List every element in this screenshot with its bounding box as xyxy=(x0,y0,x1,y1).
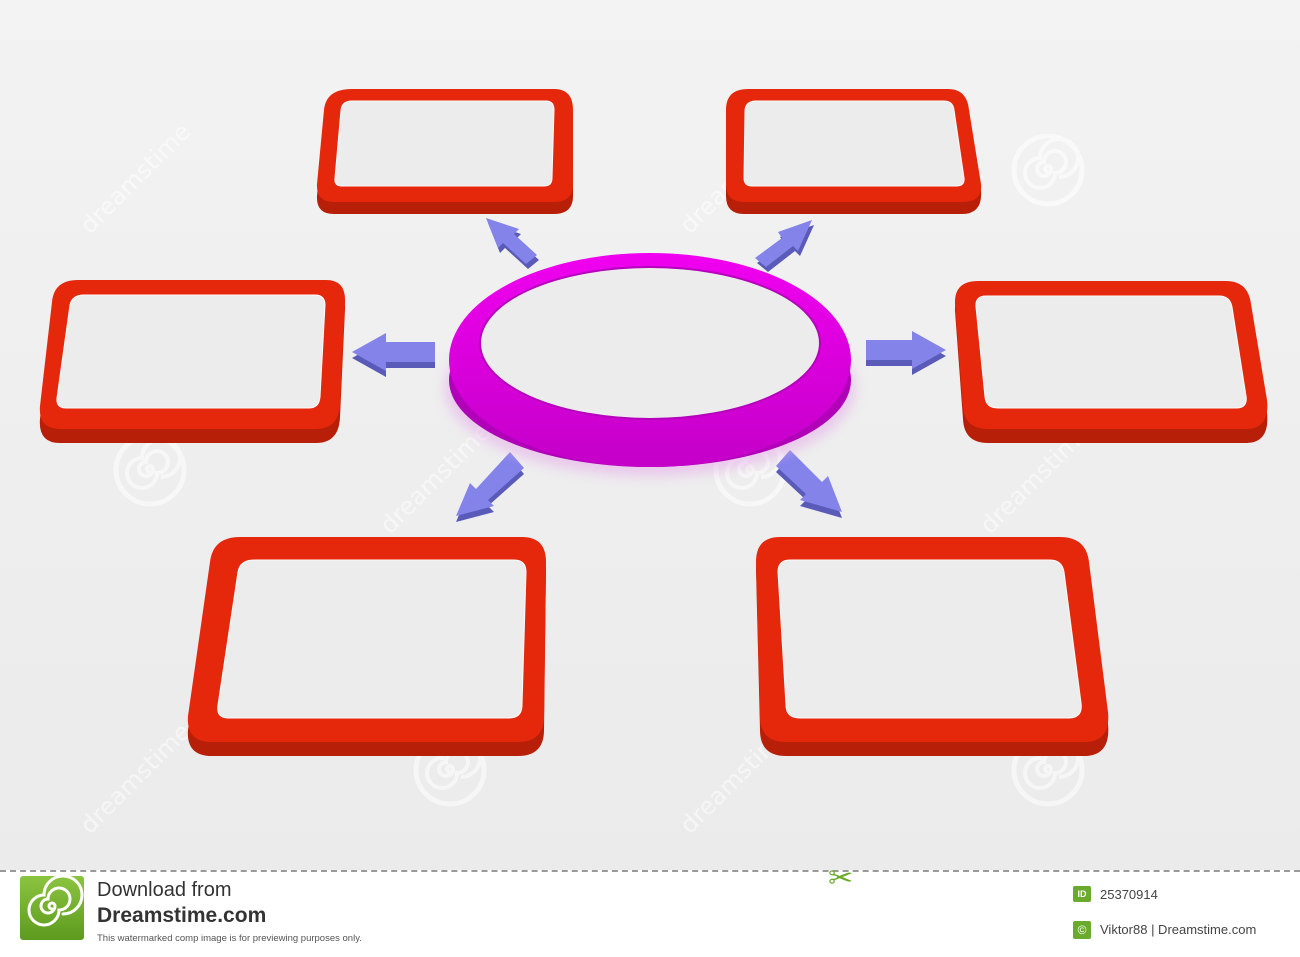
node-top-left xyxy=(316,89,573,214)
id-badge-icon: ID xyxy=(1073,886,1091,902)
watermark-spiral-icon xyxy=(113,433,187,507)
image-id: 25370914 xyxy=(1100,887,1158,902)
arrow-to-top-left xyxy=(486,218,539,269)
watermark-text: dreamstime xyxy=(74,718,196,840)
arrow-to-bottom-left xyxy=(456,452,524,522)
cut-line xyxy=(0,870,1300,872)
arrow-to-middle-right xyxy=(866,331,946,375)
arrow-to-middle-left xyxy=(352,333,435,377)
arrow-to-bottom-right xyxy=(776,450,842,518)
footer-bar: Download from Dreamstime.com This waterm… xyxy=(0,864,1300,957)
arrow-to-top-right xyxy=(755,220,814,272)
center-node xyxy=(445,253,855,476)
image-credit[interactable]: Viktor88 | Dreamstime.com xyxy=(1100,922,1257,937)
node-top-right xyxy=(726,89,982,214)
node-middle-left xyxy=(39,280,346,443)
watermark-text: dreamstime xyxy=(74,118,196,240)
watermark-spiral-icon xyxy=(1011,133,1085,207)
scissors-icon: ✂ xyxy=(828,862,854,895)
node-middle-right xyxy=(954,281,1268,443)
node-bottom-left xyxy=(187,537,546,756)
watermark-notice: This watermarked comp image is for previ… xyxy=(97,933,362,944)
node-bottom-right xyxy=(756,537,1109,756)
download-from-text: Download from xyxy=(97,879,232,901)
copyright-icon: © xyxy=(1073,921,1091,939)
site-name[interactable]: Dreamstime.com xyxy=(97,904,267,927)
dreamstime-logo-icon xyxy=(20,874,84,940)
